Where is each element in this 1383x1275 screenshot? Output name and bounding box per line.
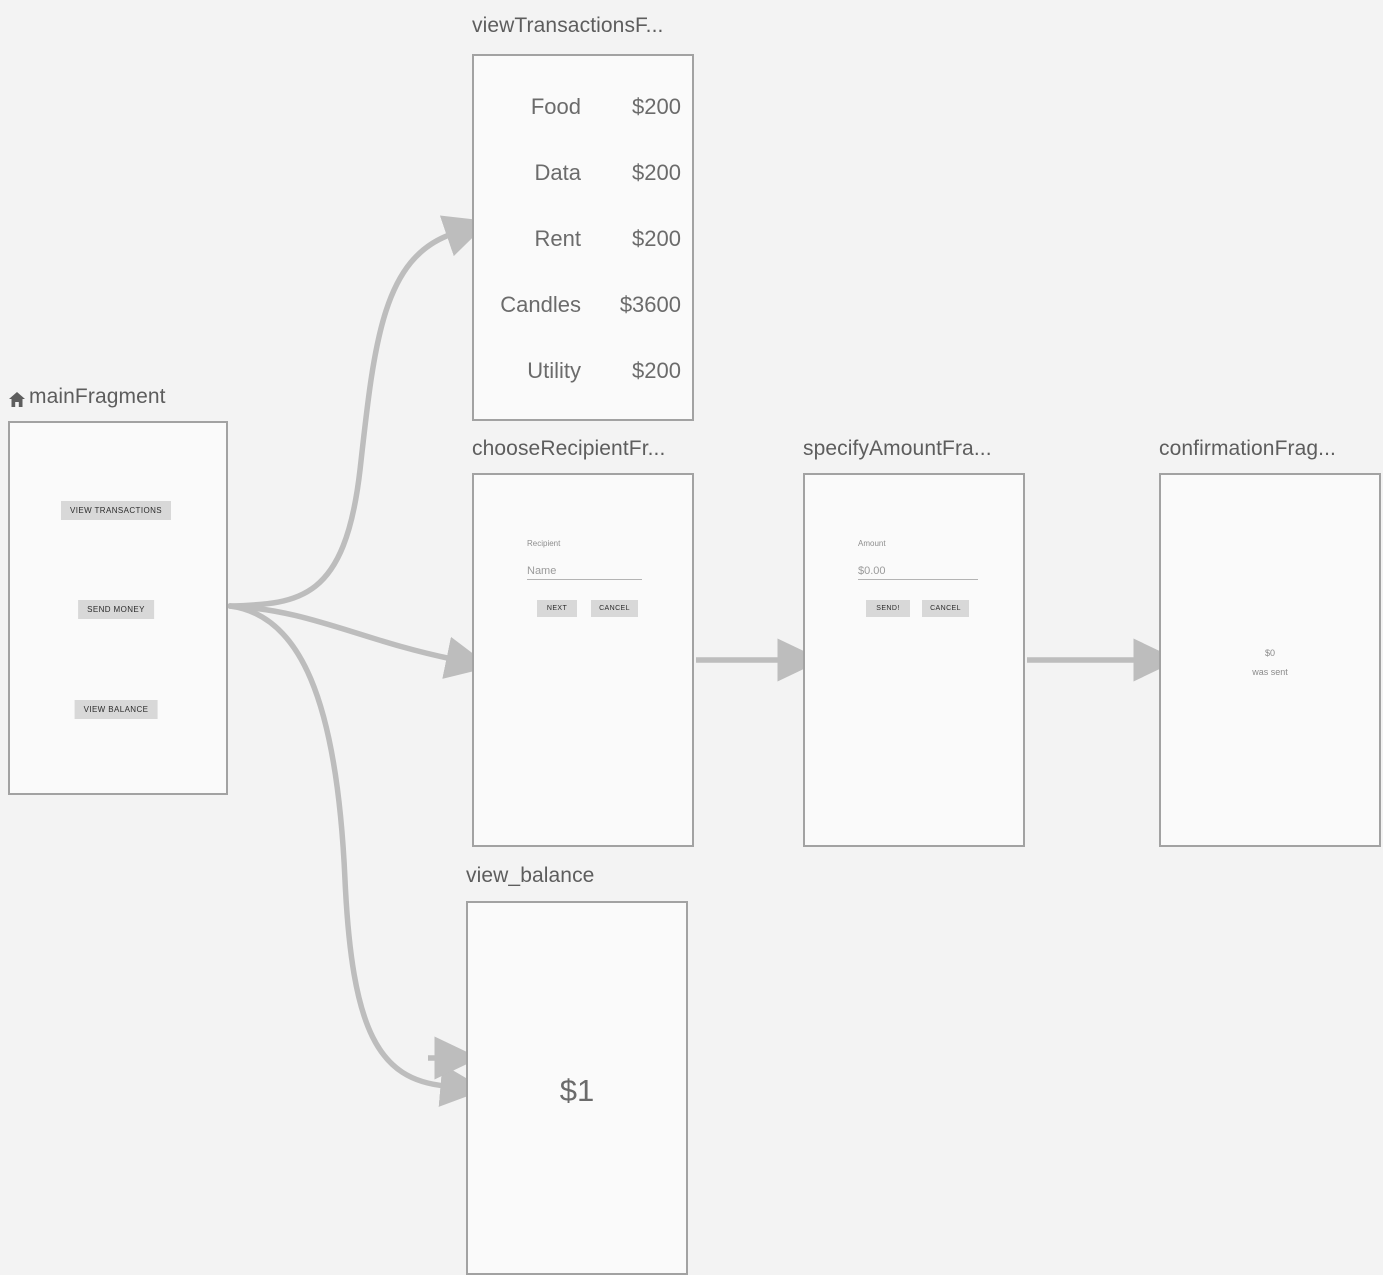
label-specifyAmountFragment: specifyAmountFra... — [803, 437, 992, 460]
label-confirmationFragment: confirmationFrag... — [1159, 437, 1336, 460]
card-view_balance[interactable]: $1 — [466, 901, 688, 1275]
button-view-transactions[interactable]: VIEW TRANSACTIONS — [61, 501, 171, 520]
balance-amount: $1 — [559, 1073, 595, 1108]
transaction-name: Rent — [534, 226, 581, 251]
edge-main-to-choose-recipient — [227, 603, 491, 679]
home-icon — [8, 390, 26, 407]
cancel-button[interactable]: CANCEL — [922, 600, 969, 617]
label-viewTransactionsFragment: viewTransactionsF... — [472, 14, 664, 37]
next-button[interactable]: NEXT — [537, 600, 577, 617]
transaction-name: Utility — [527, 358, 581, 383]
amount-input[interactable]: $0.00 — [858, 565, 978, 580]
transaction-amount: $200 — [632, 94, 681, 119]
recipient-field-label: Recipient — [527, 539, 561, 548]
transaction-name: Data — [534, 160, 581, 185]
button-send-money[interactable]: SEND MONEY — [78, 600, 154, 619]
transaction-name: Food — [530, 94, 581, 119]
transaction-row: Rent $200 — [474, 226, 692, 252]
transaction-row: Food $200 — [474, 94, 692, 120]
transaction-amount: $200 — [632, 160, 681, 185]
recipient-name-input[interactable]: Name — [527, 565, 642, 580]
transaction-amount: $200 — [632, 358, 681, 383]
label-chooseRecipientFragment: chooseRecipientFr... — [472, 437, 666, 460]
transaction-row: Data $200 — [474, 160, 692, 186]
transaction-row: Candles $3600 — [474, 292, 692, 318]
label-view_balance: view_balance — [466, 864, 595, 887]
confirmation-amount: $0 — [1264, 648, 1275, 658]
amount-field-label: Amount — [858, 539, 886, 548]
card-confirmationFragment[interactable]: $0 was sent — [1159, 473, 1381, 847]
card-chooseRecipientFragment[interactable]: Recipient Name NEXT CANCEL — [472, 473, 694, 847]
label-mainFragment-text: mainFragment — [29, 385, 166, 408]
send-button[interactable]: SEND! — [866, 600, 910, 617]
edge-main-to-view-balance — [227, 603, 486, 1107]
edge-main-to-view-transactions — [227, 215, 490, 609]
card-specifyAmountFragment[interactable]: Amount $0.00 SEND! CANCEL — [803, 473, 1025, 847]
confirmation-message: was sent — [1252, 667, 1288, 677]
transaction-amount: $3600 — [619, 292, 681, 317]
transaction-row: Utility $200 — [474, 358, 692, 384]
transaction-amount: $200 — [632, 226, 681, 251]
label-mainFragment: mainFragment — [8, 385, 166, 409]
button-view-balance[interactable]: VIEW BALANCE — [74, 700, 158, 719]
cancel-button[interactable]: CANCEL — [591, 600, 638, 617]
card-viewTransactionsFragment[interactable]: Food $200 Data $200 Rent $200 Candles $3… — [472, 54, 694, 421]
card-mainFragment[interactable]: VIEW TRANSACTIONS SEND MONEY VIEW BALANC… — [8, 421, 228, 795]
transaction-name: Candles — [500, 292, 581, 317]
